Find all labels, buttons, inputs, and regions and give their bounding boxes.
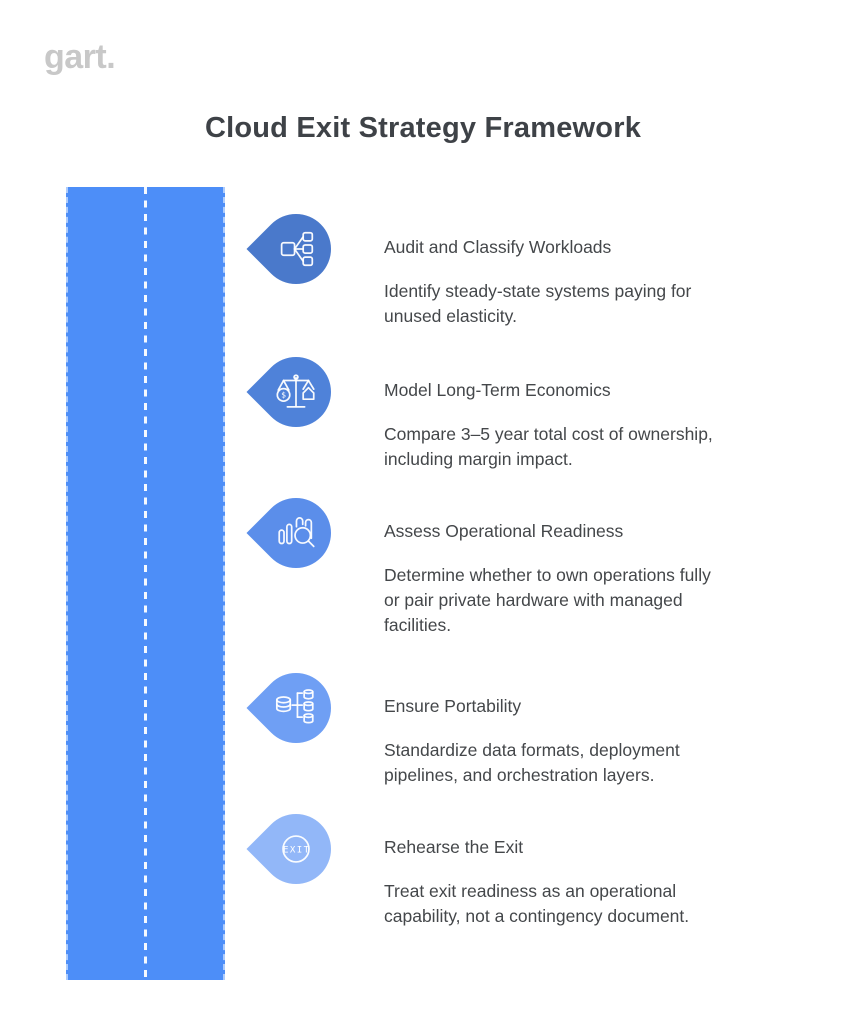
data-portability-icon [275, 689, 314, 724]
teardrop-badge [246, 483, 346, 583]
step-title: Model Long-Term Economics [384, 380, 611, 400]
teardrop-badge [246, 199, 346, 299]
workload-audit-icon [280, 231, 314, 267]
step-description: Determine whether to own operations full… [384, 565, 711, 635]
step-row: $ Model Long-Term Economics Compare 3–5 … [246, 342, 794, 472]
readiness-analysis-icon [278, 517, 315, 548]
step-description: Standardize data formats, deployment pip… [384, 740, 680, 785]
step-icon [246, 483, 346, 583]
step-title: Rehearse the Exit [384, 837, 524, 857]
cost-scale-icon: $ [276, 374, 315, 408]
step-text: Rehearse the Exit Treat exit readiness a… [384, 809, 794, 929]
timeline-bar [66, 187, 225, 980]
step-description: Compare 3–5 year total cost of ownership… [384, 424, 713, 469]
step-row: EXIT Rehearse the Exit Treat exit readin… [246, 799, 794, 929]
step-icon: EXIT [246, 799, 346, 899]
step-description: Treat exit readiness as an operational c… [384, 881, 690, 926]
step-row: Ensure Portability Standardize data form… [246, 658, 794, 788]
step-text: Audit and Classify Workloads Identify st… [384, 209, 794, 329]
teardrop-badge [246, 658, 346, 758]
step-title: Assess Operational Readiness [384, 521, 624, 541]
teardrop-badge: EXIT [246, 799, 346, 899]
teardrop-badge: $ [246, 342, 346, 442]
page-title: Cloud Exit Strategy Framework [204, 112, 642, 144]
brand-logo: gart. [44, 38, 116, 76]
step-icon [246, 199, 346, 299]
step-description: Identify steady-state systems paying for… [384, 281, 692, 326]
step-text: Model Long-Term Economics Compare 3–5 ye… [384, 352, 794, 472]
exit-label: EXIT [283, 845, 311, 855]
exit-sign-icon: EXIT [282, 835, 311, 863]
step-icon: $ [246, 342, 346, 442]
step-icon [246, 658, 346, 758]
step-text: Assess Operational Readiness Determine w… [384, 493, 794, 638]
step-text: Ensure Portability Standardize data form… [384, 668, 794, 788]
dollar-sign-label: $ [281, 390, 286, 400]
timeline-dashed-line [144, 187, 147, 980]
step-row: Audit and Classify Workloads Identify st… [246, 199, 794, 329]
step-title: Audit and Classify Workloads [384, 237, 612, 257]
step-title: Ensure Portability [384, 696, 522, 716]
step-row: Assess Operational Readiness Determine w… [246, 483, 794, 638]
